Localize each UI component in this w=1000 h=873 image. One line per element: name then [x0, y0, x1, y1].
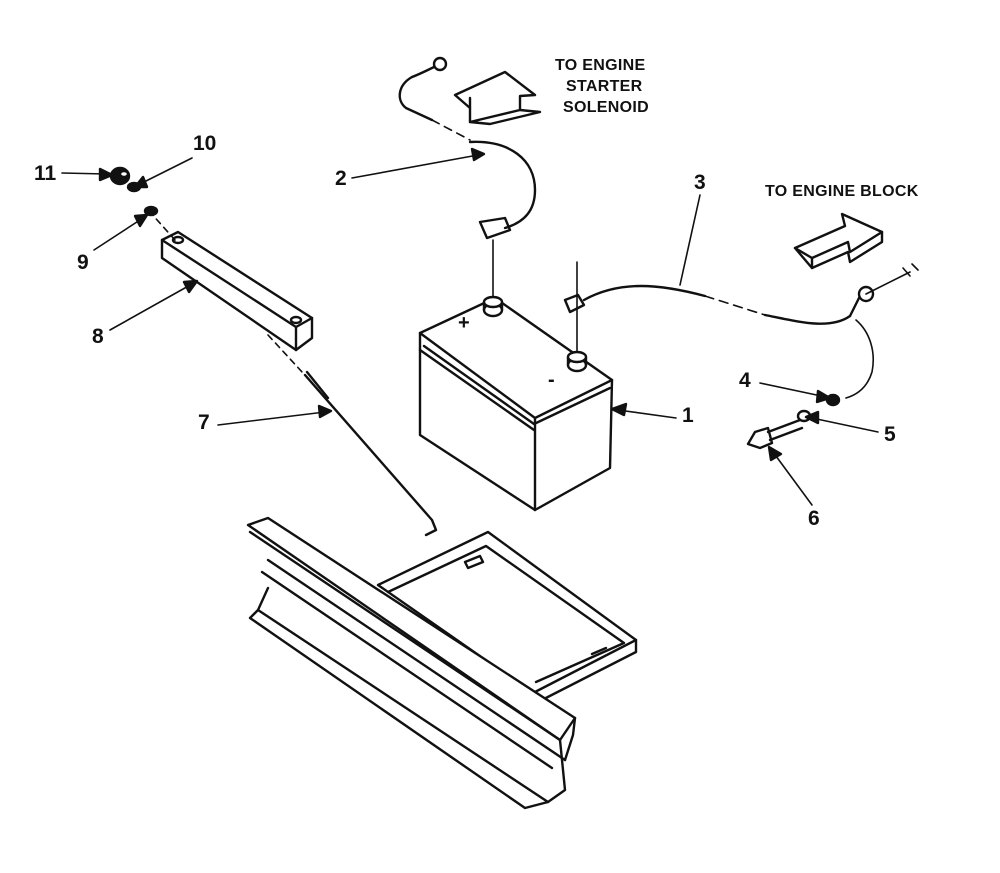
callout-starter-line-2: STARTER: [566, 78, 643, 95]
block-direction-arrow: [793, 212, 884, 270]
leader-lines: [61, 147, 879, 506]
label-part-2: 2: [335, 167, 347, 190]
negative-terminal-mark: -: [548, 369, 555, 391]
ground-cable: [563, 263, 919, 399]
callout-starter-line-3: SOLENOID: [563, 99, 649, 116]
positive-cable: [398, 56, 537, 240]
hold-down-assembly: [109, 166, 438, 537]
label-part-1: 1: [682, 404, 694, 427]
label-part-3: 3: [694, 171, 706, 194]
label-part-4: 4: [739, 369, 751, 392]
label-part-6: 6: [808, 507, 820, 530]
starter-direction-arrow: [453, 70, 542, 126]
label-part-8: 8: [92, 325, 104, 348]
label-part-5: 5: [884, 423, 896, 446]
battery-tray: [246, 516, 638, 810]
label-part-7: 7: [198, 411, 210, 434]
label-part-10: 10: [193, 132, 217, 155]
label-part-11: 11: [34, 162, 57, 185]
battery: [418, 239, 614, 512]
callout-engine-block: TO ENGINE BLOCK: [765, 183, 919, 200]
label-part-9: 9: [77, 251, 89, 274]
positive-terminal-mark: +: [458, 312, 470, 334]
callout-starter-line-1: TO ENGINE: [555, 57, 646, 74]
